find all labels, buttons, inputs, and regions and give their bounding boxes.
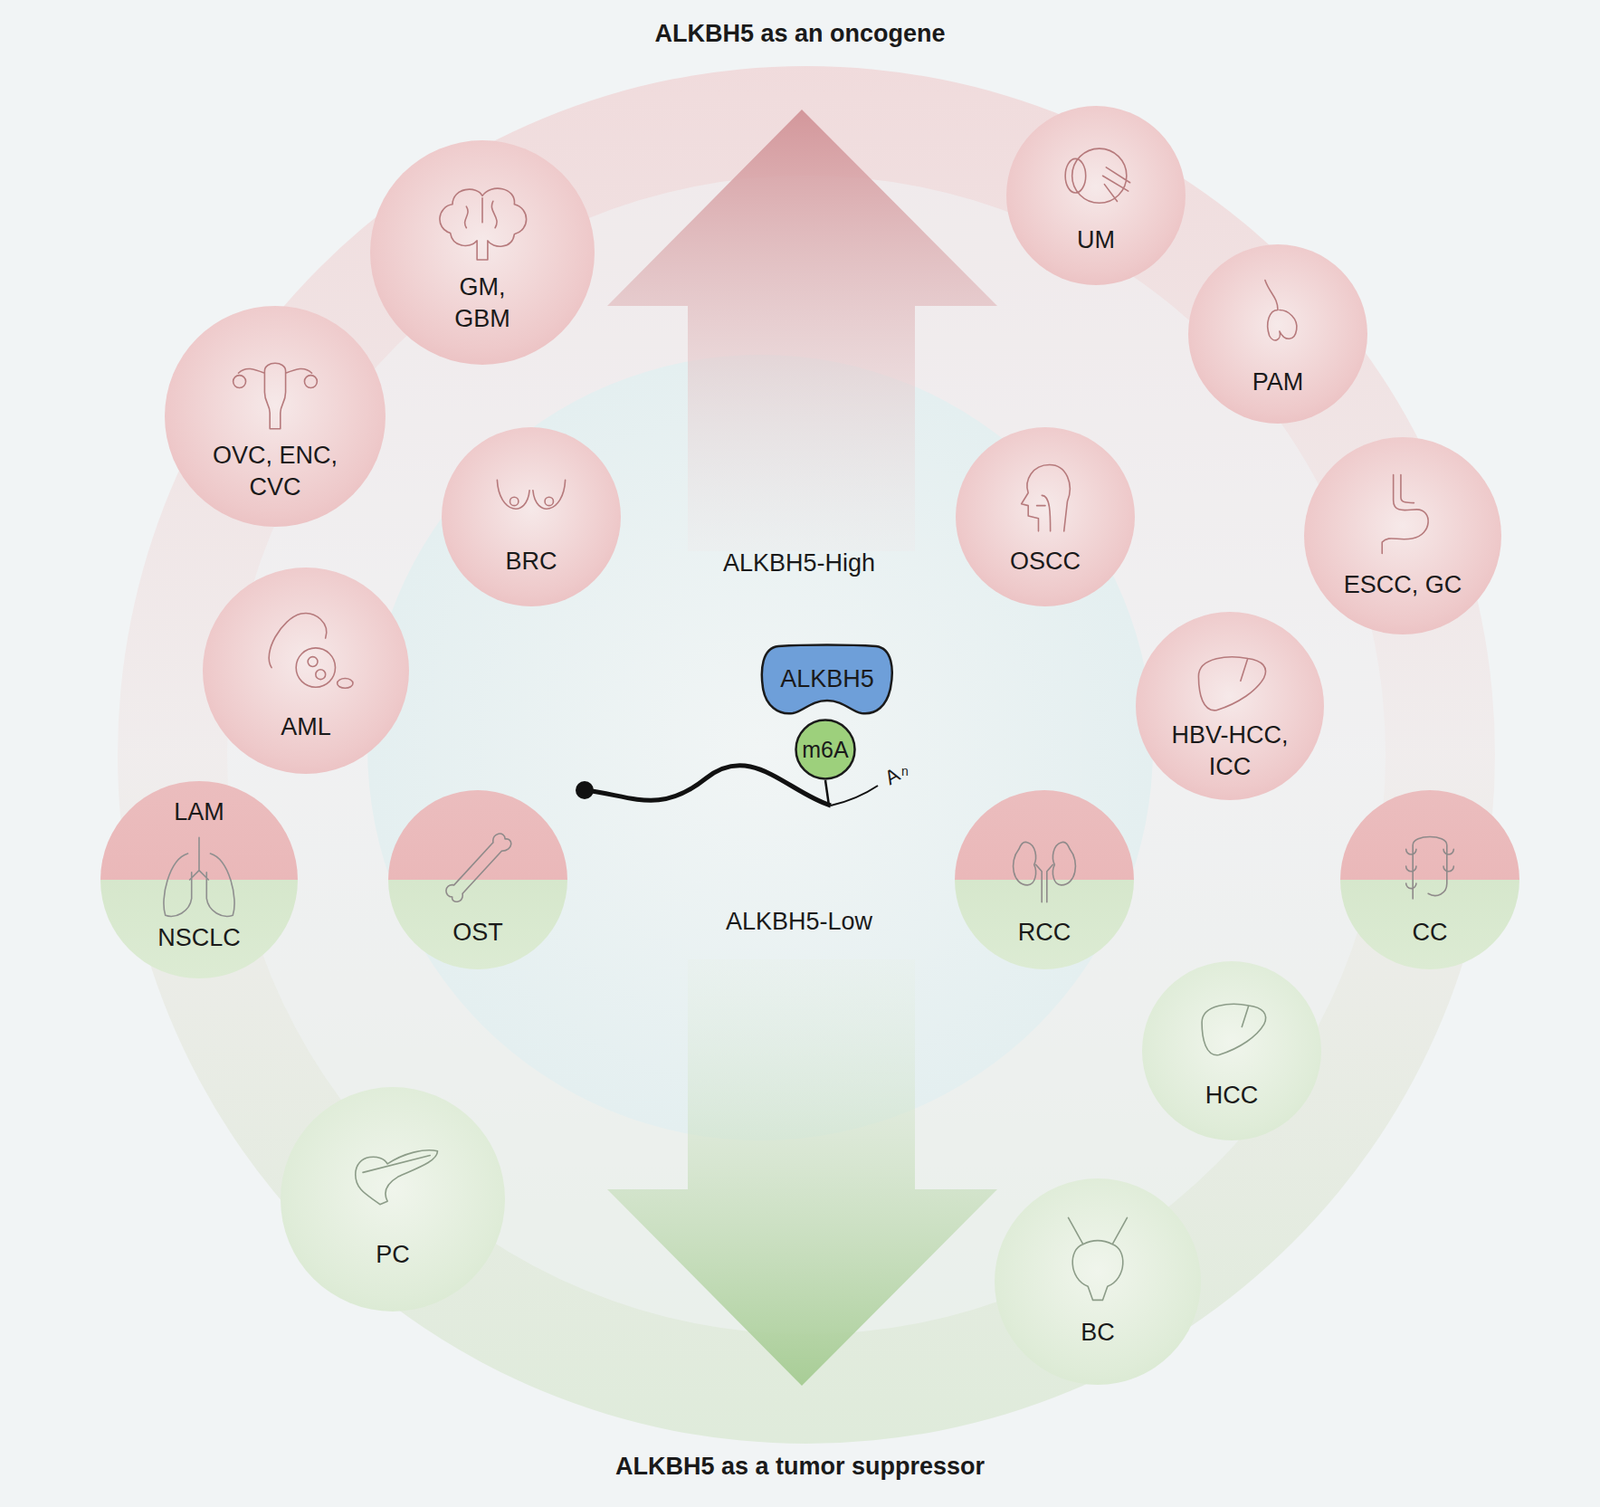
cancer-circle: CC	[1340, 790, 1520, 970]
node-label: UM	[1028, 224, 1164, 257]
organ-outline	[1198, 657, 1266, 711]
node-label: GM, GBM	[432, 271, 533, 335]
shape-art	[280, 1086, 505, 1312]
down-arrow	[607, 959, 998, 1386]
node-label: LAM	[113, 796, 286, 829]
organ-icon	[1265, 280, 1297, 341]
node-label: ESCC, GC	[1334, 569, 1471, 601]
cancer-circle: BRC	[441, 427, 621, 607]
up-arrow	[607, 109, 998, 552]
enzyme-outline	[761, 645, 893, 715]
cancer-circle: HCC	[1142, 961, 1322, 1141]
organ-outline	[355, 1150, 439, 1205]
node-label: HCC	[1163, 1079, 1300, 1112]
shape-art	[441, 427, 621, 607]
node-label: RCC	[976, 917, 1113, 950]
node-label: PAM	[1209, 367, 1346, 400]
organ-outline	[1406, 836, 1455, 898]
organ-icon	[1013, 841, 1077, 902]
shape-art	[1188, 244, 1368, 424]
node-label: ALKBH5	[763, 663, 891, 696]
node-label: AML	[238, 711, 374, 743]
organ-outline	[1021, 464, 1071, 531]
node-label: OST	[409, 917, 546, 950]
organ-outline	[163, 837, 235, 916]
node-label: CC	[1361, 917, 1498, 950]
organ-outline	[1201, 1003, 1267, 1055]
organ-outline	[446, 833, 512, 902]
outer-ring	[117, 66, 1496, 1444]
mrna-cap	[575, 780, 594, 800]
organ-outline	[1068, 1217, 1128, 1300]
organ-icon	[1201, 1003, 1267, 1055]
organ-outline	[439, 188, 527, 260]
polya-tail	[830, 785, 878, 806]
mrna-strand	[586, 765, 831, 806]
cancer-circle: RCC	[954, 790, 1134, 970]
organ-icon	[1198, 657, 1266, 711]
node-label: BRC	[463, 545, 600, 578]
organ-icon	[1406, 836, 1455, 898]
organ-icon	[496, 479, 565, 509]
organ-outline	[1013, 841, 1077, 902]
organ-outline	[1381, 475, 1429, 554]
expression-label: ALKBH5-High	[723, 549, 876, 578]
node-label: m6A	[794, 734, 857, 765]
diagram-title: ALKBH5 as an oncogene	[654, 19, 945, 48]
organ-icon	[268, 613, 353, 689]
node-label: PC	[324, 1238, 461, 1271]
organ-icon	[1381, 475, 1429, 554]
cancer-circle: ESCC, GC	[1304, 437, 1502, 635]
shape-art	[1006, 105, 1186, 286]
cancer-circle: AML	[202, 567, 410, 774]
node-label: OVC, ENC, CVC	[202, 439, 348, 504]
enzyme-blob: ALKBH5	[760, 642, 895, 717]
cancer-circle: OVC, ENC, CVC	[164, 305, 386, 527]
node-label: HBV-HCC, ICC	[1152, 719, 1307, 783]
diagram-caption: ALKBH5 as a tumor suppressor	[615, 1452, 985, 1481]
cancer-circle: HBV-HCC, ICC	[1135, 611, 1324, 800]
shape-art	[994, 1178, 1201, 1385]
organ-icon	[446, 833, 512, 902]
cancer-circle: OST	[388, 790, 568, 970]
organ-icon	[233, 362, 318, 429]
organ-icon	[439, 188, 527, 260]
cancer-circle: PC	[280, 1086, 505, 1312]
cancer-circle: PAM	[1188, 244, 1368, 424]
modification-circle: m6A	[794, 718, 857, 781]
organ-outline	[1265, 280, 1297, 341]
polya-label: n	[901, 763, 909, 779]
organ-outline	[1065, 148, 1130, 203]
node-label: OSCC	[977, 545, 1114, 578]
organ-outline	[233, 362, 318, 429]
m6a-stem	[825, 780, 829, 806]
shape-art	[1304, 437, 1502, 635]
organ-icon	[1021, 464, 1071, 531]
cancer-circle: BC	[994, 1178, 1201, 1385]
expression-label: ALKBH5-Low	[725, 907, 873, 936]
cancer-circle: LAM NSCLC	[100, 780, 298, 979]
organ-icon	[1068, 1217, 1128, 1300]
shape-art	[202, 567, 410, 774]
shape-art	[1142, 961, 1322, 1141]
organ-outline	[268, 613, 353, 689]
organ-icon	[355, 1150, 439, 1205]
organ-outline	[496, 479, 565, 509]
shape-art	[955, 427, 1135, 607]
cancer-circle: GM, GBM	[370, 140, 595, 365]
cancer-circle: UM	[1006, 105, 1186, 286]
node-label: BC	[1029, 1316, 1166, 1349]
cancer-circle: OSCC	[955, 427, 1135, 607]
organ-icon	[1065, 148, 1130, 203]
node-label: NSCLC	[113, 923, 286, 955]
organ-icon	[163, 837, 235, 916]
